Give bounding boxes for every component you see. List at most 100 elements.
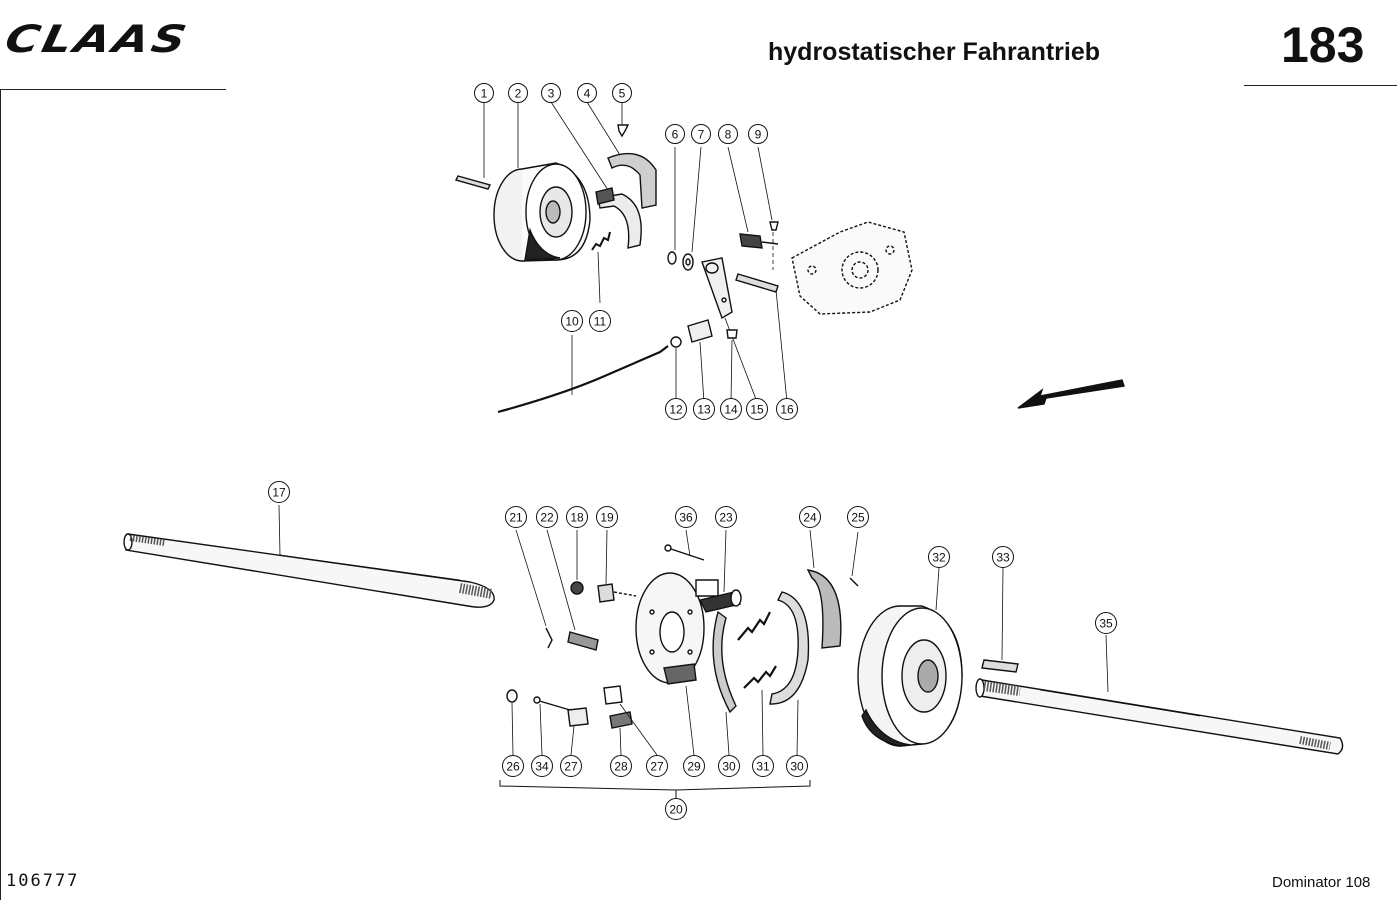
part-4-brake-lining	[586, 101, 657, 209]
callout-28: 28	[610, 755, 632, 777]
svg-text:3: 3	[548, 87, 555, 101]
svg-text:24: 24	[803, 511, 817, 525]
part-28-clip	[609, 711, 633, 756]
part-9-screw	[757, 146, 779, 270]
callout-14: 14	[720, 398, 742, 420]
svg-text:2: 2	[515, 87, 522, 101]
callout-8: 8	[718, 124, 738, 144]
part-19-bolt	[597, 529, 637, 603]
part-30-shoe-left	[712, 610, 737, 756]
callout-24: 24	[799, 506, 821, 528]
callout-1: 1	[474, 83, 494, 103]
svg-text:17: 17	[272, 486, 286, 500]
svg-text:21: 21	[509, 511, 523, 525]
svg-text:35: 35	[1099, 617, 1113, 631]
part-36-screw	[664, 529, 705, 561]
callout-17: 17	[268, 481, 290, 503]
callout-31: 31	[752, 755, 774, 777]
svg-text:28: 28	[614, 760, 628, 774]
direction-arrow	[1017, 379, 1125, 409]
svg-text:15: 15	[750, 403, 764, 417]
part-2-brake-drum	[493, 102, 591, 262]
callout-9: 9	[748, 124, 768, 144]
callout-18: 18	[566, 506, 588, 528]
part-25-rivet	[849, 531, 859, 587]
hydrostat-housing	[791, 221, 913, 315]
callout-27b: 27	[646, 755, 668, 777]
svg-text:23: 23	[719, 511, 733, 525]
callout-35: 35	[1095, 612, 1117, 634]
part-30-shoe-right	[769, 591, 810, 756]
svg-text:19: 19	[600, 511, 614, 525]
callout-25: 25	[847, 506, 869, 528]
callout-23: 23	[715, 506, 737, 528]
callout-2: 2	[508, 83, 528, 103]
callout-10: 10	[561, 310, 583, 332]
svg-text:22: 22	[540, 511, 554, 525]
assembly-20-bracket	[499, 780, 811, 798]
callout-30b: 30	[786, 755, 808, 777]
svg-text:20: 20	[669, 803, 683, 817]
part-11-spring	[591, 231, 611, 304]
svg-text:9: 9	[755, 128, 762, 142]
svg-text:11: 11	[594, 315, 607, 329]
callout-27a: 27	[560, 755, 582, 777]
callout-13: 13	[693, 398, 715, 420]
part-12-nut	[670, 336, 682, 402]
callout-15: 15	[746, 398, 768, 420]
part-34-screw	[533, 696, 571, 756]
svg-text:27: 27	[650, 760, 664, 774]
part-10-cable	[497, 335, 669, 414]
svg-text:16: 16	[780, 403, 794, 417]
part-5-rivet	[617, 102, 630, 138]
svg-text:18: 18	[570, 511, 584, 525]
part-14-pin	[726, 329, 738, 403]
part-24-lining	[806, 529, 842, 649]
svg-text:6: 6	[672, 128, 679, 142]
callout-19: 19	[596, 506, 618, 528]
part-1-pin	[454, 102, 492, 190]
part-18-nut	[570, 530, 584, 595]
callout-22: 22	[536, 506, 558, 528]
svg-text:29: 29	[687, 760, 701, 774]
part-backing-plate	[635, 572, 719, 684]
callout-34: 34	[531, 755, 553, 777]
callout-29: 29	[683, 755, 705, 777]
svg-text:26: 26	[506, 760, 520, 774]
svg-text:5: 5	[619, 87, 626, 101]
svg-text:14: 14	[724, 403, 738, 417]
header-rule-left	[0, 89, 226, 90]
svg-text:1: 1	[481, 87, 488, 101]
part-27-block-b	[603, 685, 658, 756]
svg-text:4: 4	[584, 87, 591, 101]
svg-text:8: 8	[725, 128, 732, 142]
svg-text:31: 31	[756, 760, 770, 774]
part-21-clip	[515, 529, 553, 649]
part-7-washer	[682, 146, 702, 271]
svg-text:13: 13	[697, 403, 711, 417]
part-8-bolt	[727, 146, 779, 249]
svg-text:7: 7	[698, 128, 705, 142]
part-35-shaft	[975, 634, 1344, 755]
callout-6: 6	[665, 124, 685, 144]
page-title: hydrostatischer Fahrantrieb	[768, 38, 1101, 66]
callout-11: 11	[589, 310, 611, 332]
svg-text:32: 32	[932, 551, 946, 565]
callout-21: 21	[505, 506, 527, 528]
callout-12: 12	[665, 398, 687, 420]
callout-16: 16	[776, 398, 798, 420]
callout-30a: 30	[718, 755, 740, 777]
part-6-washer	[667, 147, 677, 265]
part-29-bracket	[663, 663, 697, 756]
svg-text:30: 30	[722, 760, 736, 774]
svg-text:34: 34	[535, 760, 549, 774]
model-name: Dominator 108	[1272, 874, 1371, 891]
svg-text:10: 10	[565, 315, 579, 329]
part-22-spring	[546, 529, 599, 651]
part-33-key	[981, 567, 1019, 673]
callout-32: 32	[928, 546, 950, 568]
svg-text:30: 30	[790, 760, 804, 774]
callout-26: 26	[502, 755, 524, 777]
svg-text:25: 25	[851, 511, 865, 525]
